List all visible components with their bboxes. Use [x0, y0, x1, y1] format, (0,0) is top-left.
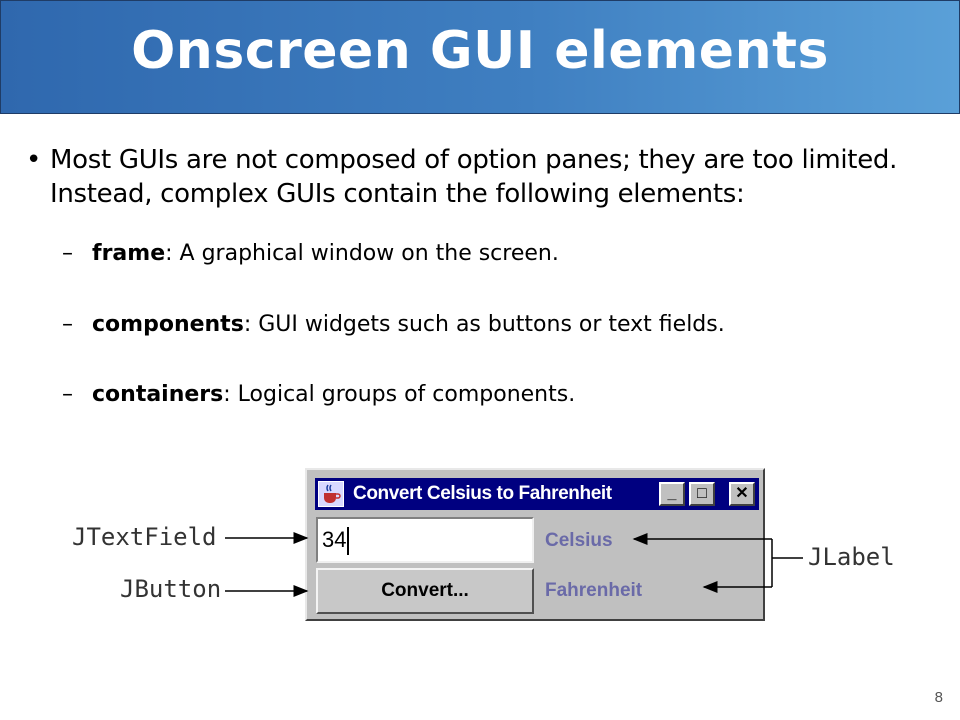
celsius-label: Celsius	[545, 530, 613, 551]
sub-dash: –	[62, 382, 73, 407]
title-banner: Onscreen GUI elements	[0, 0, 960, 114]
callout-jlabel: JLabel	[808, 543, 895, 571]
close-icon[interactable]: ✕	[729, 482, 755, 506]
bullet-text: Most GUIs are not composed of option pan…	[50, 145, 898, 209]
celsius-textfield[interactable]: 34	[316, 517, 534, 563]
minimize-icon[interactable]: _	[659, 482, 685, 506]
java-cup-icon	[318, 481, 344, 507]
fahrenheit-label: Fahrenheit	[545, 580, 643, 601]
sub-term: frame	[92, 241, 166, 266]
maximize-icon[interactable]: □	[689, 482, 715, 506]
sub-term: components	[92, 312, 244, 337]
sub-desc: : GUI widgets such as buttons or text fi…	[243, 312, 725, 337]
window-titlebar[interactable]: Convert Celsius to Fahrenheit _ □ ✕	[315, 478, 759, 510]
textfield-value: 34	[322, 527, 347, 552]
slide-title: Onscreen GUI elements	[131, 21, 829, 81]
callout-jtextfield: JTextField	[72, 523, 217, 551]
convert-button[interactable]: Convert...	[316, 568, 534, 614]
sub-dash: –	[62, 312, 73, 337]
callout-jbutton: JButton	[120, 575, 222, 603]
sub-item-containers: –containers: Logical groups of component…	[62, 381, 575, 409]
sub-item-frame: –frame: A graphical window on the screen…	[62, 240, 559, 268]
page-number: 8	[934, 689, 943, 706]
window-title: Convert Celsius to Fahrenheit	[353, 483, 612, 504]
sub-term: containers	[92, 382, 224, 407]
bullet-marker: •	[26, 145, 42, 175]
sub-item-components: –components: GUI widgets such as buttons…	[62, 311, 725, 339]
sub-dash: –	[62, 241, 73, 266]
sub-desc: : A graphical window on the screen.	[165, 241, 559, 266]
java-window-figure: Convert Celsius to Fahrenheit _ □ ✕ 34 C…	[305, 468, 765, 621]
sub-desc: : Logical groups of components.	[223, 382, 576, 407]
text-caret	[347, 527, 350, 556]
